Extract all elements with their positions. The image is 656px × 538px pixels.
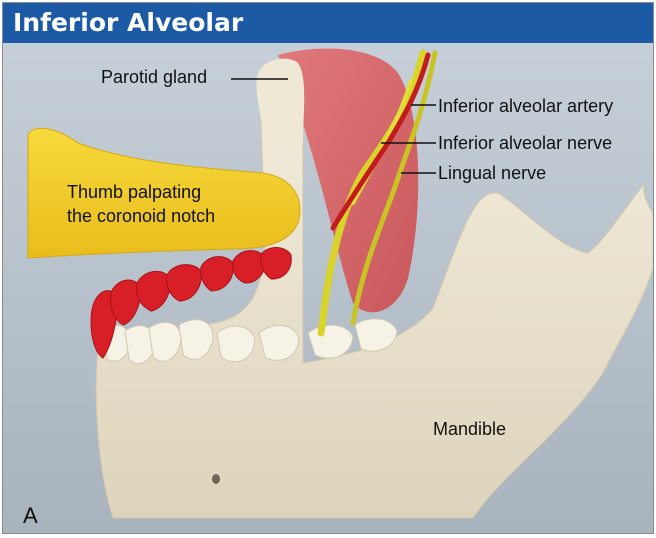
label-parotid-gland: Parotid gland	[101, 67, 207, 88]
label-thumb-line1: Thumb palpating	[67, 182, 201, 203]
label-thumb-line2: the coronoid notch	[67, 206, 215, 227]
coronoid-process	[256, 59, 304, 143]
label-mandible: Mandible	[433, 419, 506, 440]
label-inferior-alveolar-artery: Inferior alveolar artery	[438, 96, 613, 117]
label-lingual-nerve: Lingual nerve	[438, 163, 546, 184]
mental-foramen	[212, 474, 220, 484]
label-inferior-alveolar-nerve: Inferior alveolar nerve	[438, 133, 612, 154]
panel-letter: A	[23, 503, 38, 529]
figure-title: Inferior Alveolar	[3, 3, 653, 43]
